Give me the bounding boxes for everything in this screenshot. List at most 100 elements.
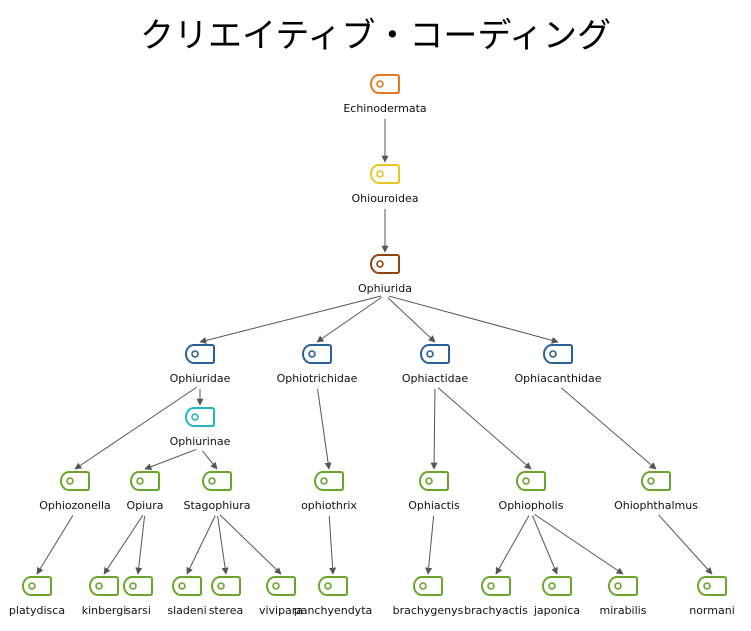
edge-to-ophiuridae — [199, 295, 382, 344]
node-ophiurida[interactable]: Ophiurida — [358, 254, 412, 295]
edge-to-kinbergi — [103, 515, 144, 575]
tag-icon — [185, 344, 215, 364]
tag-icon — [302, 344, 332, 364]
node-label: Ophiopholis — [499, 499, 564, 512]
node-label: Opiura — [127, 499, 164, 512]
edge-to-ophiothrix — [317, 388, 332, 470]
node-label: sterea — [209, 604, 244, 617]
node-label: sarsi — [125, 604, 151, 617]
edge-to-stagophiura — [202, 450, 218, 470]
node-brachyactis[interactable]: brachyactis — [464, 576, 528, 617]
tag-icon — [211, 576, 241, 596]
tag-icon — [123, 576, 153, 596]
node-label: sladeni — [167, 604, 206, 617]
node-ophiacanthidae[interactable]: Ophiacanthidae — [514, 344, 602, 385]
node-ophiozonella[interactable]: Ophiozonella — [39, 471, 111, 512]
tag-icon — [89, 576, 119, 596]
edge-to-japonica — [532, 515, 558, 575]
tag-icon — [420, 344, 450, 364]
tag-icon — [481, 576, 511, 596]
node-label: Echinodermata — [343, 102, 426, 115]
edge-to-panchyendyta — [328, 515, 337, 575]
edge-to-sladeni — [186, 515, 216, 575]
tag-icon — [22, 576, 52, 596]
edge-to-ophiactis — [430, 388, 438, 470]
edge-to-sterea — [217, 515, 229, 575]
tag-icon — [697, 576, 727, 596]
edge-to-platydisca — [36, 515, 74, 575]
tag-icon — [370, 74, 400, 94]
node-sterea[interactable]: sterea — [209, 576, 244, 617]
node-label: Ophiactidae — [402, 372, 469, 385]
tag-icon — [266, 576, 296, 596]
node-label: brachygenys — [393, 604, 464, 617]
node-label: Ophiuridae — [170, 372, 231, 385]
diagram-title: クリエイティブ・コーディング — [140, 16, 611, 56]
node-brachygenys[interactable]: brachygenys — [393, 576, 464, 617]
edge-to-ophiozonella — [74, 386, 197, 470]
node-sarsi[interactable]: sarsi — [123, 576, 153, 617]
tag-icon — [172, 576, 202, 596]
edge-to-ophiacanthidae — [388, 295, 559, 344]
node-label: platydisca — [9, 604, 65, 617]
node-label: Stagophiura — [184, 499, 251, 512]
node-label: ophiothrix — [301, 499, 357, 512]
node-ophiotrichidae[interactable]: Ophiotrichidae — [277, 344, 358, 385]
node-label: Ophiurinae — [170, 435, 231, 448]
edge-to-brachygenys — [425, 515, 435, 575]
node-label: Ohiouroidea — [352, 192, 419, 205]
edge-to-sarsi — [135, 515, 146, 575]
node-japonica[interactable]: japonica — [533, 576, 580, 617]
node-mirabilis[interactable]: mirabilis — [600, 576, 647, 617]
node-label: Ophiacanthidae — [514, 372, 601, 385]
node-ophiactis[interactable]: Ophiactis — [408, 471, 460, 512]
edge-to-normani — [658, 514, 713, 575]
tag-icon — [608, 576, 638, 596]
node-label: Ophiurida — [358, 282, 412, 295]
edge-to-vivipara — [219, 514, 282, 575]
node-ophiurinae[interactable]: Ophiurinae — [170, 407, 231, 448]
node-label: brachyactis — [464, 604, 528, 617]
node-label: Ohiophthalmus — [614, 499, 698, 512]
node-stagophiura[interactable]: Stagophiura — [184, 471, 251, 512]
node-label: mirabilis — [600, 604, 647, 617]
edge-to-brachyactis — [495, 515, 530, 575]
tag-icon — [542, 576, 572, 596]
node-sladeni[interactable]: sladeni — [167, 576, 207, 617]
node-normani[interactable]: normani — [689, 576, 735, 617]
node-ophiopholis[interactable]: Ophiopholis — [499, 471, 564, 512]
edge-to-mirabilis — [534, 513, 624, 575]
node-platydisca[interactable]: platydisca — [9, 576, 65, 617]
edge-to-ophiopholis — [437, 387, 532, 470]
tag-icon — [419, 471, 449, 491]
tag-icon — [370, 254, 400, 274]
node-label: kinbergi — [82, 604, 127, 617]
node-vivipara[interactable]: vivipara — [259, 576, 303, 617]
node-label: Ophiotrichidae — [277, 372, 358, 385]
edge-to-ophiotrichidae — [316, 296, 382, 343]
node-panchyendyta[interactable]: panchyendyta — [294, 576, 373, 617]
tag-icon — [370, 164, 400, 184]
tag-icon — [413, 576, 443, 596]
node-label: normani — [689, 604, 735, 617]
node-label: Ophiozonella — [39, 499, 111, 512]
node-ophiactidae[interactable]: Ophiactidae — [402, 344, 469, 385]
node-label: japonica — [533, 604, 580, 617]
node-kinbergi[interactable]: kinbergi — [82, 576, 127, 617]
node-label: panchyendyta — [294, 604, 373, 617]
tag-icon — [641, 471, 671, 491]
edge-to-ophiactidae — [387, 297, 436, 343]
node-label: vivipara — [259, 604, 303, 617]
tag-icon — [543, 344, 573, 364]
tag-icon — [185, 407, 215, 427]
node-ohiouroidea[interactable]: Ohiouroidea — [352, 164, 419, 205]
tag-icon — [516, 471, 546, 491]
tag-icon — [318, 576, 348, 596]
node-ophiothrix[interactable]: ophiothrix — [301, 471, 357, 512]
node-ohiophthalmus[interactable]: Ohiophthalmus — [614, 471, 698, 512]
node-echinodermata[interactable]: Echinodermata — [343, 74, 427, 115]
tag-icon — [314, 471, 344, 491]
node-opiura[interactable]: Opiura — [127, 471, 164, 512]
node-ophiuridae[interactable]: Ophiuridae — [170, 344, 231, 385]
